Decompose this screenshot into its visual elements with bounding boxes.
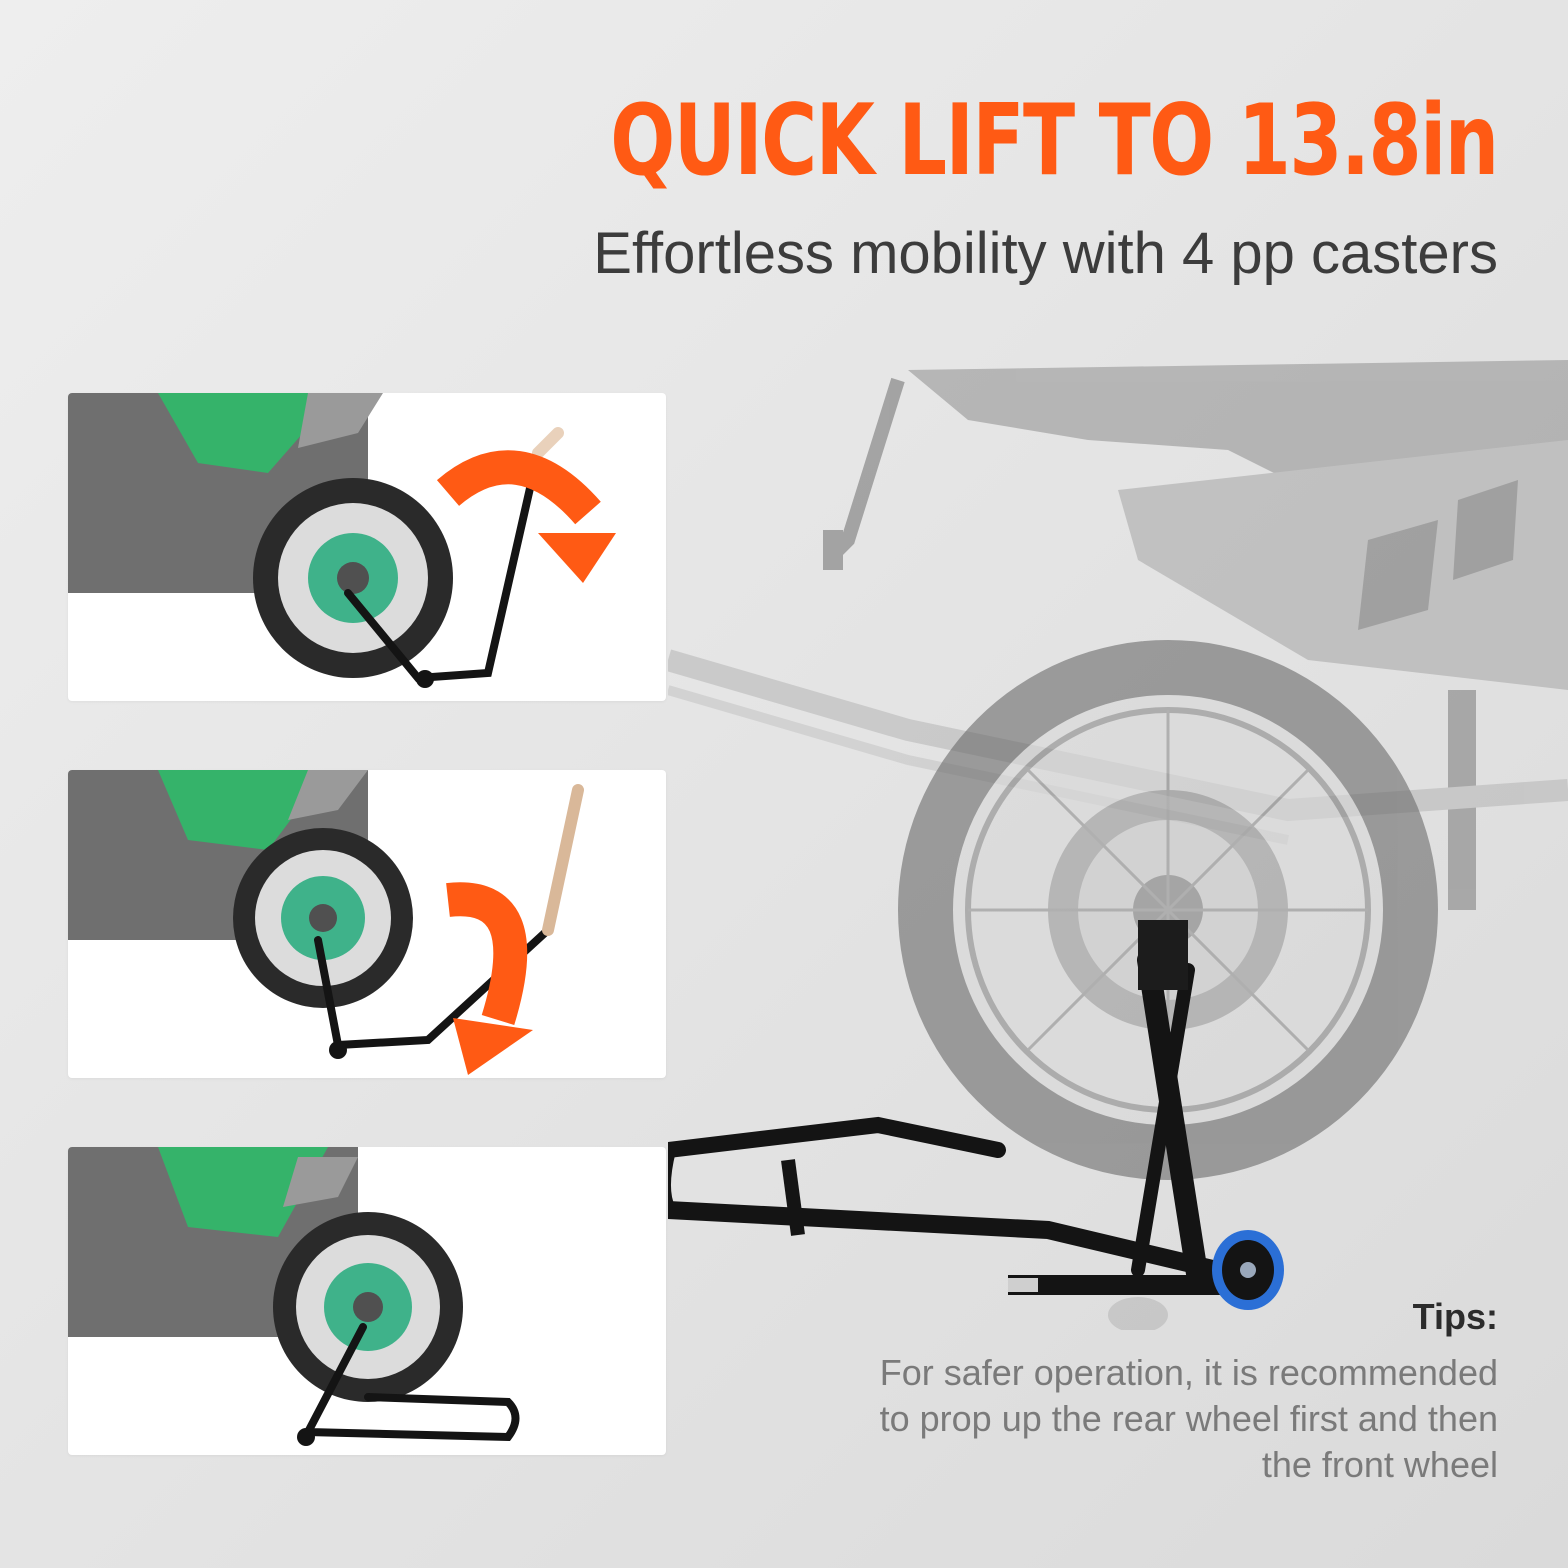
stand: [314, 926, 552, 1050]
step-card-1: [68, 393, 666, 701]
step-3-illustration: [68, 1147, 520, 1446]
subheadline: Effortless mobility with 4 pp casters: [593, 221, 1498, 286]
step-card-2: [68, 770, 666, 1078]
stand: [301, 1323, 520, 1442]
paddock-stand: [668, 920, 1247, 1295]
rotate-clockwise-arrow: [436, 450, 601, 525]
caster-wheel: [1108, 1230, 1284, 1330]
bike-body-green: [158, 393, 338, 473]
step-2-illustration: [68, 770, 584, 1075]
hero-illustration: [668, 360, 1568, 1330]
headline: QUICK LIFT TO 13.8in: [610, 84, 1500, 198]
tips-title: Tips:: [1412, 1296, 1498, 1337]
tips-line-2: to prop up the rear wheel first and then: [879, 1398, 1498, 1439]
step-1-illustration: [68, 393, 616, 688]
tips-line-3: the front wheel: [1261, 1444, 1498, 1485]
step-card-3: [68, 1147, 666, 1455]
tips-section: Tips: For safer operation, it is recomme…: [738, 1296, 1498, 1488]
rotate-down-arrow: [446, 882, 528, 1025]
stand: [344, 449, 542, 683]
tips-line-1: For safer operation, it is recommended: [879, 1352, 1498, 1393]
